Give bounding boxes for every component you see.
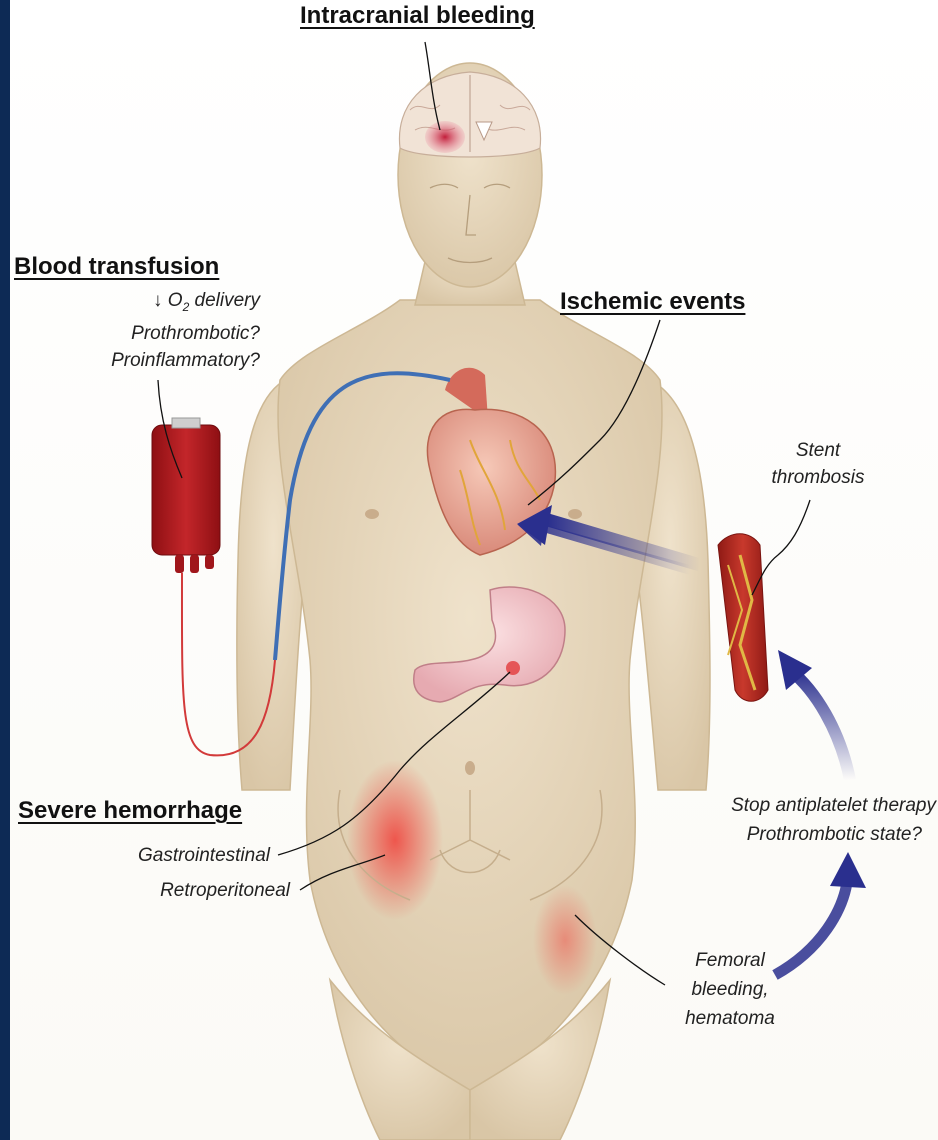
femoral-label-line3: hematoma	[655, 1008, 805, 1030]
transfusion-proinflammatory-note: Proinflammatory?	[60, 350, 260, 372]
stent-label-line2: thrombosis	[738, 467, 898, 489]
retroperitoneal-label: Retroperitoneal	[60, 880, 290, 902]
antiplatelet-stop-label: Stop antiplatelet therapy	[660, 795, 936, 817]
heading-intracranial-bleeding: Intracranial bleeding	[300, 2, 535, 30]
arrow-therapy-to-stent	[778, 650, 850, 780]
heading-blood-transfusion: Blood transfusion	[14, 253, 219, 281]
transfusion-prothrombotic-note: Prothrombotic?	[60, 323, 260, 345]
brain-bleed	[425, 121, 465, 153]
blood-bag	[152, 418, 220, 573]
femoral-label-line2: bleeding,	[655, 979, 805, 1001]
gi-bleed	[506, 661, 520, 675]
human-body	[237, 63, 710, 1140]
transfusion-o2-note: ↓ O2 delivery	[60, 290, 260, 318]
femoral-label-line1: Femoral	[655, 950, 805, 972]
o2-prefix: ↓ O	[153, 290, 183, 311]
gastrointestinal-label: Gastrointestinal	[60, 845, 270, 867]
stent-label-line1: Stent	[738, 440, 898, 462]
brain	[399, 72, 540, 157]
stent-vessel	[718, 534, 768, 702]
heading-severe-hemorrhage: Severe hemorrhage	[18, 797, 242, 825]
retroperitoneal-bleed	[347, 760, 443, 920]
prothrombotic-state-label: Prothrombotic state?	[660, 824, 922, 846]
heading-ischemic-events: Ischemic events	[560, 288, 745, 316]
o2-suffix: delivery	[189, 290, 260, 311]
femoral-bleed	[533, 885, 597, 995]
